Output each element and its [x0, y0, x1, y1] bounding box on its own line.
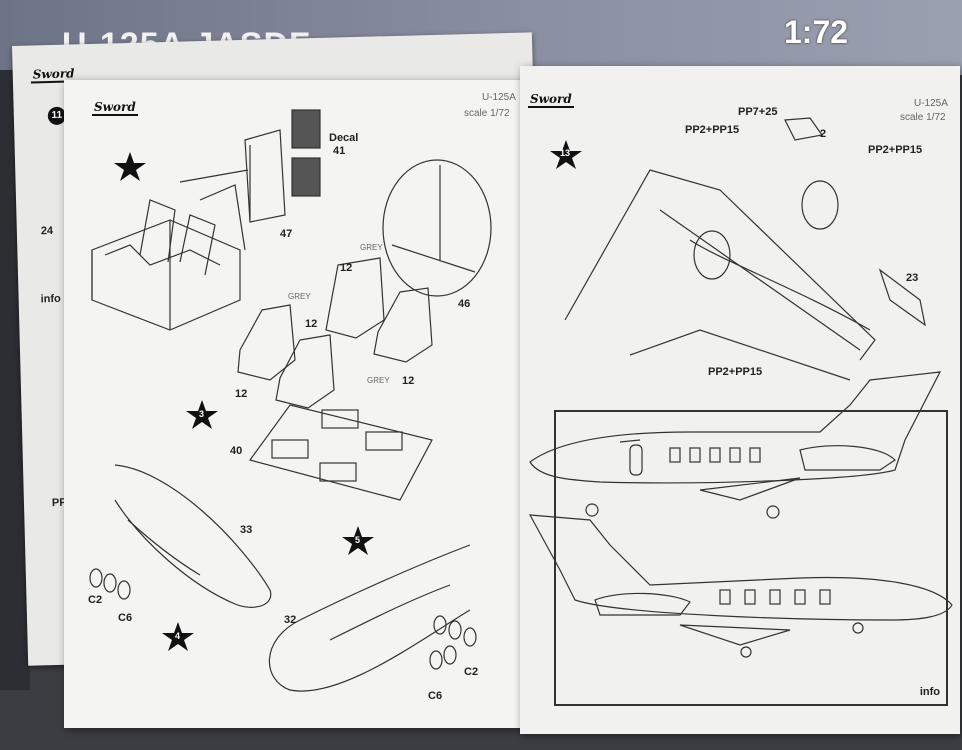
part-c2-label: C2 [464, 666, 479, 678]
seat-base [319, 462, 357, 482]
part-32-label: 32 [284, 614, 297, 626]
seats-drawing [237, 257, 433, 409]
part-12-label: 12 [340, 262, 353, 274]
part-12-label: 12 [235, 388, 248, 400]
info-profile-box: info [554, 410, 948, 706]
part-pp2-label: PP2+PP15 [868, 144, 923, 156]
part-46-label: 46 [458, 298, 471, 310]
aircraft-side-view-top [529, 371, 942, 519]
part-47-label: 47 [280, 228, 293, 240]
sword-logo: Sword [92, 100, 138, 116]
right-sheet-scale: scale 1/72 [900, 112, 946, 123]
fuselage-half-33 [114, 464, 272, 608]
step-stars [114, 140, 582, 651]
window-parts [89, 568, 477, 670]
bulkhead-46 [382, 159, 492, 297]
info-label: info [919, 686, 940, 698]
decal-patch-2 [291, 157, 321, 197]
seat-base [271, 439, 309, 459]
aircraft-side-view-bottom [528, 514, 953, 658]
part-2-label: 2 [820, 128, 827, 140]
part-pp2-label: PP2+PP15 [685, 124, 740, 136]
part-33-label: 33 [240, 524, 253, 536]
part-pp2-label: PP2+PP15 [708, 366, 763, 378]
wing-assembly-drawing [564, 117, 926, 381]
part-23-label: 23 [906, 272, 919, 284]
step-13-number: 13 [560, 148, 571, 158]
sword-logo: Sword [528, 92, 574, 108]
left-sheet-scale: scale 1/72 [464, 108, 510, 119]
right-instruction-sheet [520, 66, 960, 734]
decal-label: Decal [329, 132, 359, 144]
part-12-label: 12 [402, 375, 415, 387]
step-4-number: 4 [175, 631, 181, 641]
cockpit-drawing [91, 129, 286, 331]
part-c6-label: C6 [428, 690, 443, 702]
part-40-label: 40 [230, 445, 243, 457]
fuselage-half-32 [268, 544, 471, 692]
left-sheet-code: U-125A [482, 92, 516, 103]
grey-note: GREY [367, 376, 390, 385]
part-12-label: 12 [305, 318, 318, 330]
part-c2-label: C2 [88, 594, 103, 606]
seat-base [365, 431, 403, 451]
grey-note: GREY [360, 243, 383, 252]
part-c6-label: C6 [118, 612, 133, 624]
part-pp7-label: PP7+25 [738, 106, 778, 118]
right-sheet-code: U-125A [914, 98, 948, 109]
box-scale: 1:72 [784, 14, 849, 50]
seat-base [321, 409, 359, 429]
floor-40 [249, 404, 433, 501]
step-3-number: 3 [199, 409, 205, 419]
grey-note: GREY [288, 292, 311, 301]
decal-number: 41 [333, 145, 346, 157]
decal-patch-1 [291, 109, 321, 149]
step-5-number: 5 [355, 535, 361, 545]
